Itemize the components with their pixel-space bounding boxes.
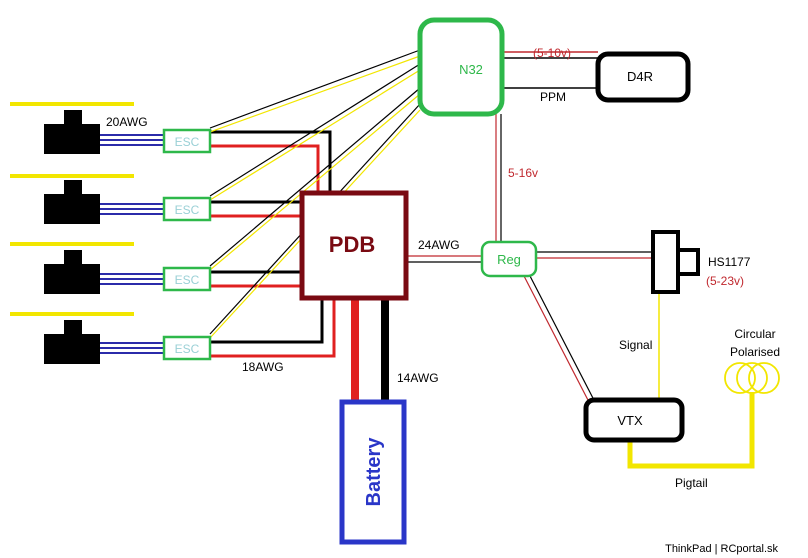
reg-wire-label: 24AWG bbox=[418, 238, 460, 252]
motors bbox=[44, 110, 100, 364]
fc-label: N32 bbox=[459, 62, 483, 77]
esc-3: ESC bbox=[162, 266, 212, 292]
esc-4: ESC bbox=[162, 335, 212, 361]
pdb-label: PDB bbox=[329, 232, 375, 257]
antenna-icon bbox=[724, 362, 780, 394]
motor-wire-label: 20AWG bbox=[106, 115, 148, 129]
esc-power-wires bbox=[210, 130, 336, 358]
esc-2-label: ESC bbox=[175, 203, 200, 217]
pigtail-label: Pigtail bbox=[675, 476, 708, 490]
esc-1: ESC bbox=[162, 128, 212, 154]
propellers bbox=[10, 102, 134, 316]
motor-4 bbox=[44, 320, 100, 364]
motor-1 bbox=[44, 110, 100, 154]
reg-vtx-wires bbox=[523, 275, 597, 405]
flight-controller: N32 bbox=[417, 17, 505, 117]
battery: Battery bbox=[339, 399, 407, 545]
camera-label: HS1177 bbox=[708, 255, 751, 269]
camera bbox=[651, 230, 700, 294]
esc-1-label: ESC bbox=[175, 135, 200, 149]
rx-voltage-label: (5-10v) bbox=[533, 46, 571, 60]
escs: ESC ESC ESC ESC bbox=[162, 128, 212, 361]
pdb-reg-wires bbox=[406, 255, 482, 263]
motor-2 bbox=[44, 180, 100, 224]
pdb: PDB bbox=[299, 190, 409, 301]
camera-voltage-label: (5-23v) bbox=[706, 274, 744, 288]
esc-2: ESC bbox=[162, 196, 212, 222]
fc-receiver-wires bbox=[502, 51, 598, 89]
esc-3-label: ESC bbox=[175, 273, 200, 287]
motor-3 bbox=[44, 250, 100, 294]
vtx-label: VTX bbox=[617, 413, 643, 428]
esc-4-label: ESC bbox=[175, 342, 200, 356]
pigtail-wire bbox=[627, 392, 755, 469]
antenna-label-line1: Circular bbox=[734, 327, 775, 341]
battery-label: Battery bbox=[363, 437, 385, 507]
battery-wire-label: 14AWG bbox=[397, 371, 439, 385]
reg-camera-wires bbox=[536, 251, 652, 259]
fc-voltage-label: 5-16v bbox=[508, 166, 538, 180]
receiver: D4R bbox=[595, 51, 691, 103]
wire-labels: 20AWG 18AWG 14AWG 24AWG (5-10v) PPM 5-16… bbox=[106, 46, 780, 555]
receiver-label: D4R bbox=[627, 69, 653, 84]
motor-wires bbox=[100, 134, 164, 354]
watermark: ThinkPad | RCportal.sk bbox=[665, 543, 778, 555]
regulator: Reg bbox=[480, 240, 538, 278]
fc-reg-wires bbox=[495, 114, 502, 244]
esc-wire-label: 18AWG bbox=[242, 360, 284, 374]
signal-label: Signal bbox=[619, 338, 652, 352]
rx-signal-label: PPM bbox=[540, 90, 566, 104]
vtx: VTX bbox=[583, 397, 685, 443]
antenna-label-line2: Polarised bbox=[730, 345, 780, 359]
reg-label: Reg bbox=[497, 252, 521, 267]
